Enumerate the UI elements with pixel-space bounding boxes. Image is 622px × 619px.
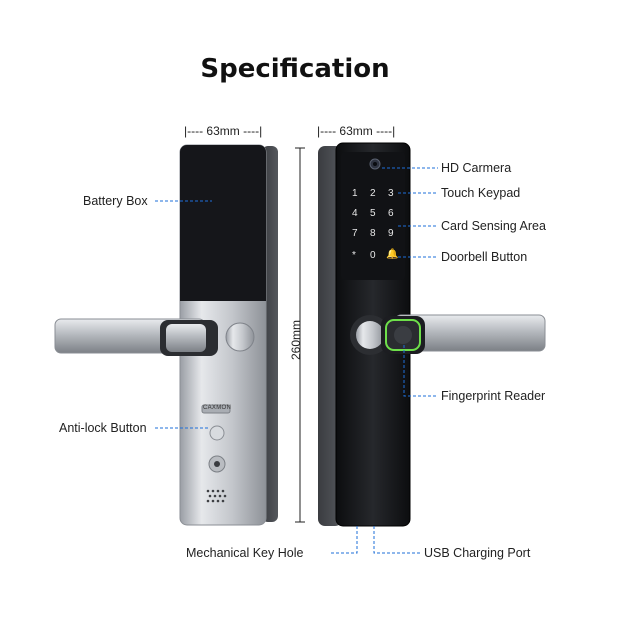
front-lock-handle — [350, 314, 546, 355]
key-4: 4 — [352, 208, 358, 219]
label-doorbell-button: Doorbell Button — [441, 250, 528, 264]
page-title: Specification — [200, 54, 390, 84]
label-anti-lock-button: Anti-lock Button — [59, 421, 147, 435]
label-fingerprint-reader: Fingerprint Reader — [441, 389, 546, 403]
key-5: 5 — [370, 208, 376, 219]
label-battery-box: Battery Box — [83, 194, 148, 208]
label-usb-charging-port: USB Charging Port — [424, 546, 531, 560]
key-6: 6 — [388, 208, 394, 219]
key-3: 3 — [388, 188, 394, 199]
height-dimension: 260mm — [289, 319, 303, 360]
key-0: 0 — [370, 250, 376, 261]
key-8: 8 — [370, 228, 376, 239]
brand-badge-text: CAXMON — [203, 405, 232, 411]
label-card-sensing-area: Card Sensing Area — [441, 219, 546, 233]
anti-lock-button — [209, 425, 225, 441]
key-9: 9 — [388, 228, 394, 239]
label-hd-camera: HD Carmera — [441, 161, 512, 175]
back-lock-handle — [54, 318, 255, 356]
left-width-dimension: |---- 63mm ----| — [184, 124, 263, 138]
label-touch-keypad: Touch Keypad — [441, 186, 521, 200]
leader-lines — [155, 167, 438, 554]
key-1: 1 — [352, 188, 358, 199]
doorbell-icon: 🔔 — [386, 249, 399, 260]
key-2: 2 — [370, 188, 376, 199]
speaker-grille — [206, 489, 227, 503]
battery-box-cover — [180, 145, 266, 301]
key-star: * — [352, 250, 356, 261]
key-7: 7 — [352, 228, 358, 239]
dimension-lines — [295, 147, 305, 523]
brand-badge — [201, 404, 231, 414]
right-width-dimension: |---- 63mm ----| — [317, 124, 396, 138]
back-lock-body — [179, 144, 278, 526]
label-mechanical-key-hole: Mechanical Key Hole — [186, 546, 304, 560]
